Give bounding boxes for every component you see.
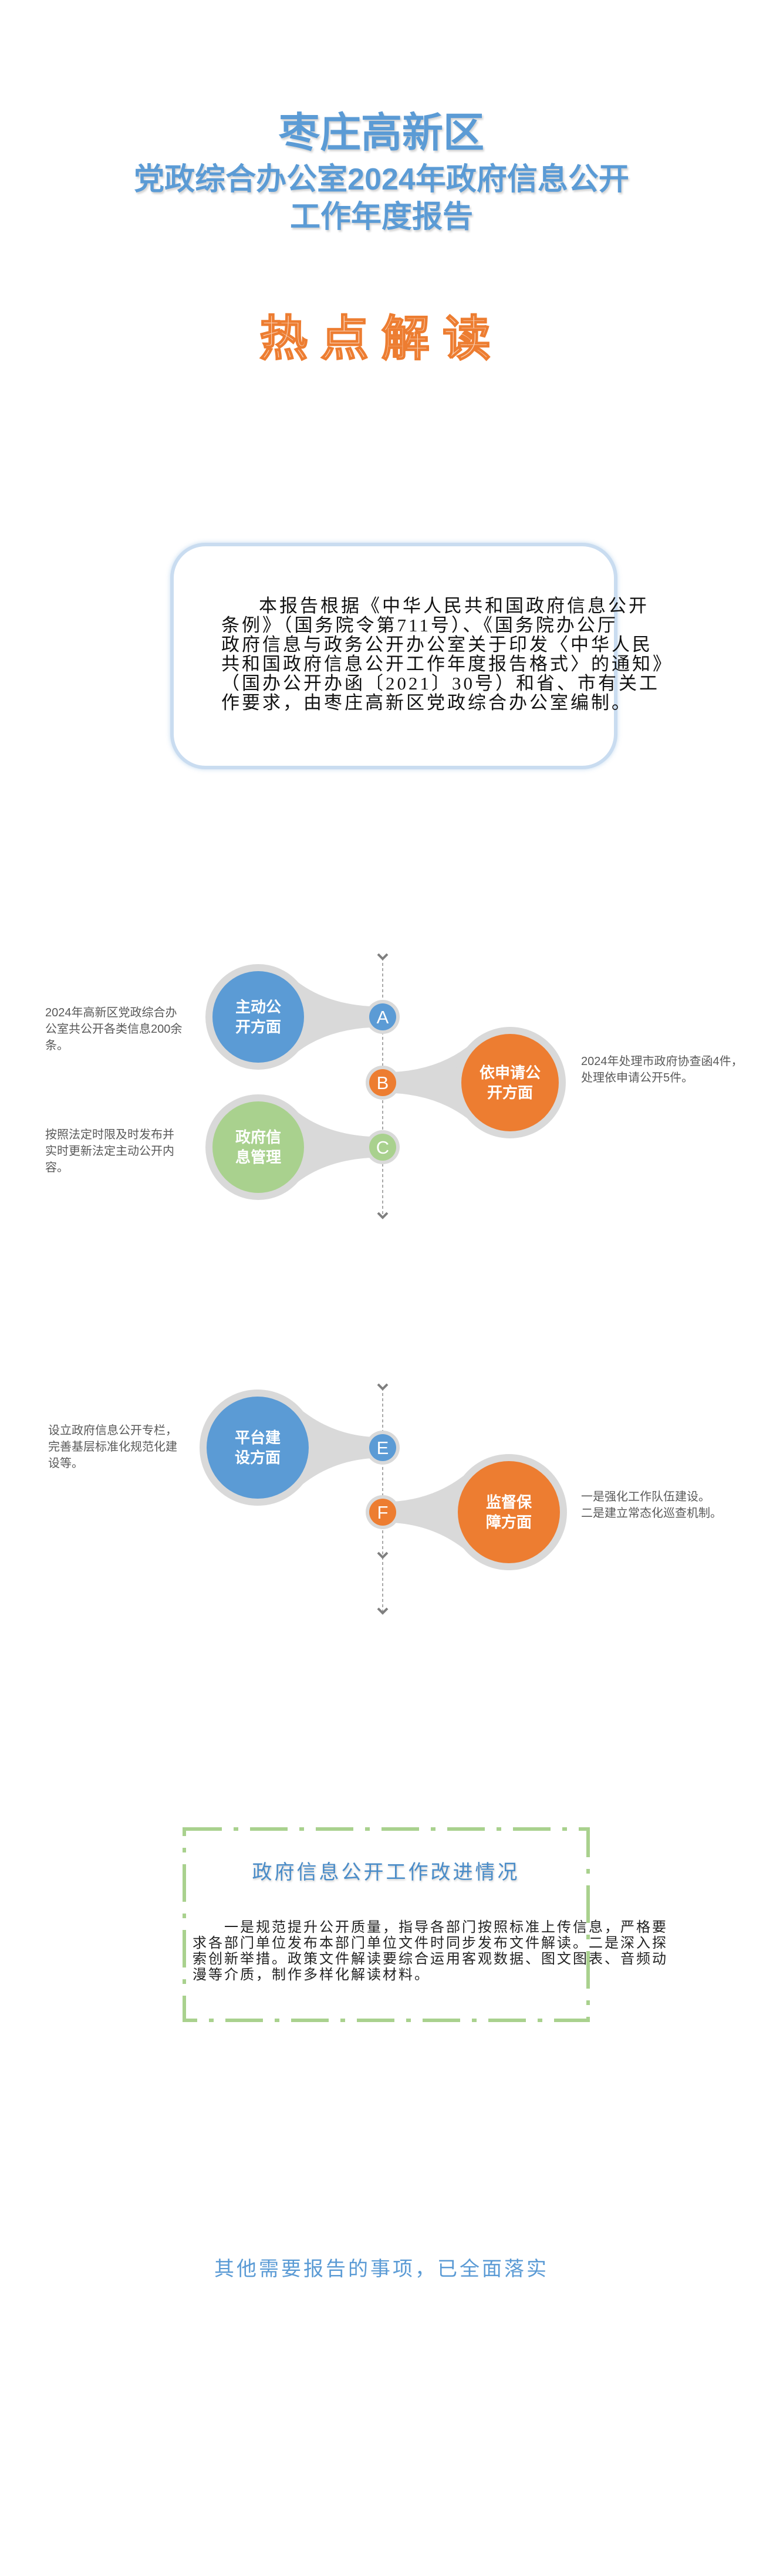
desc-line: 完善基层标准化规范化建	[48, 1441, 177, 1453]
desc-line: 公室共公开各类信息200余	[45, 1023, 183, 1036]
node-circle-f	[458, 1461, 560, 1563]
intro-line: （国办公开办函〔2021〕30号）和省、市有关工	[221, 673, 660, 694]
node-connector	[287, 1103, 383, 1191]
chevron-down-icon	[377, 1383, 389, 1391]
intro-line: 作要求，由枣庄高新区党政综合办公室编制。	[221, 692, 632, 713]
marker-letter-f: F	[377, 1502, 389, 1523]
node-e-label: 平台建 设方面	[202, 1428, 313, 1468]
intro-line: 本报告根据《中华人民共和国政府信息公开	[259, 596, 649, 616]
chevron-down-icon	[377, 1212, 389, 1219]
node-connector	[287, 973, 383, 1061]
desc-line: 设等。	[48, 1457, 83, 1470]
desc-line: 2024年高新区党政综合办	[45, 1006, 177, 1019]
node-label-line: 主动公	[235, 998, 281, 1016]
node-label-line: 平台建	[234, 1429, 281, 1446]
desc-line: 处理依申请公开5件。	[581, 1071, 694, 1084]
desc-line: 二是建立常态化巡查机制。	[581, 1507, 722, 1520]
improvement-title: 政府信息公开工作改进情况	[252, 1862, 520, 1884]
chevron-down-icon	[377, 1607, 389, 1615]
node-f-description: 一是强化工作队伍建设。 二是建立常态化巡查机制。	[581, 1489, 722, 1522]
desc-line: 2024年处理市政府协查函4件，	[581, 1055, 743, 1068]
node-label-line: 障方面	[485, 1513, 532, 1531]
page-subtitle-line1: 党政综合办公室2024年政府信息公开	[134, 163, 629, 197]
node-circle-c	[212, 1101, 304, 1193]
marker-circle-e	[369, 1434, 396, 1461]
desc-line: 实时更新法定主动公开内	[45, 1145, 174, 1158]
intro-text: 本报告根据《中华人民共和国政府信息公开 条例》（国务院令第711号）、《国务院办…	[221, 596, 673, 713]
node-circle-a	[212, 971, 304, 1063]
marker-letter-b: B	[377, 1073, 389, 1093]
node-c-description: 按照法定时限及时发布并 实时更新法定主动公开内 容。	[45, 1127, 174, 1176]
node-label-line: 设方面	[234, 1449, 281, 1466]
marker-circle-a	[369, 1003, 396, 1030]
node-b-description: 2024年处理市政府协查函4件， 处理依申请公开5件。	[581, 1053, 743, 1086]
improvement-line: 一是规范提升公开质量，指导各部门按照标准上传信息，严格要	[193, 1920, 668, 1935]
improvement-text: 一是规范提升公开质量，指导各部门按照标准上传信息，严格要 求各部门单位发布本部门…	[193, 1920, 668, 1983]
node-connector	[383, 1463, 477, 1561]
marker-circle-c	[369, 1134, 396, 1161]
node-e-description: 设立政府信息公开专栏， 完善基层标准化规范化建 设等。	[48, 1422, 177, 1472]
marker-letter-c: C	[376, 1137, 389, 1158]
other-matters-statement: 其他需要报告的事项，已全面落实	[214, 2259, 549, 2280]
node-label-line: 政府信	[235, 1128, 281, 1146]
improvement-line: 求各部门单位发布本部门单位文件时同步发布文件解读。二是深入探	[193, 1936, 668, 1951]
node-connector	[383, 1036, 480, 1129]
node-circle-e	[207, 1397, 309, 1499]
improvement-line: 漫等介质，制作多样化解读材料。	[193, 1968, 430, 1983]
node-label-line: 监督保	[485, 1493, 532, 1511]
marker-letter-e: E	[377, 1438, 389, 1458]
marker-letter-a: A	[377, 1007, 389, 1027]
intro-line: 条例》（国务院令第711号）、《国务院办公厅	[221, 615, 618, 635]
intro-card	[170, 543, 617, 769]
marker-circle-b	[369, 1069, 396, 1096]
desc-line: 容。	[45, 1161, 69, 1174]
node-label-line: 依申请公	[479, 1064, 541, 1081]
hot-topic-heading: 热点解读	[259, 312, 504, 366]
desc-line: 设立政府信息公开专栏，	[48, 1424, 177, 1437]
node-label-line: 息管理	[235, 1148, 281, 1166]
intro-line: 政府信息与政务公开办公室关于印发〈中华人民	[221, 634, 653, 655]
node-c-label: 政府信 息管理	[205, 1127, 311, 1167]
node-label-line: 开方面	[235, 1018, 281, 1036]
desc-line: 一是强化工作队伍建设。	[581, 1490, 710, 1503]
node-a-description: 2024年高新区党政综合办 公室共公开各类信息200余 条。	[45, 1005, 182, 1054]
page-title: 枣庄高新区	[279, 110, 484, 155]
node-connector	[289, 1399, 383, 1496]
desc-line: 按照法定时限及时发布并	[45, 1128, 174, 1141]
improvement-line: 索创新举措。政策文件解读要综合运用客观数据、图文图表、音频动	[193, 1952, 668, 1967]
improvement-dashed-border	[183, 1827, 590, 2022]
node-label-line: 开方面	[487, 1084, 533, 1101]
node-a-label: 主动公 开方面	[205, 997, 311, 1037]
desc-line: 条。	[45, 1039, 69, 1052]
intro-line: 共和国政府信息公开工作年度报告格式〉的通知》	[221, 654, 673, 674]
chevron-down-icon	[377, 953, 389, 961]
node-b-label: 依申请公 开方面	[454, 1063, 566, 1103]
page-subtitle-line2: 工作年度报告	[289, 200, 473, 234]
node-circle-b	[461, 1034, 559, 1131]
marker-circle-f	[369, 1499, 396, 1526]
chevron-down-icon	[377, 1551, 389, 1559]
node-f-label: 监督保 障方面	[453, 1492, 565, 1532]
